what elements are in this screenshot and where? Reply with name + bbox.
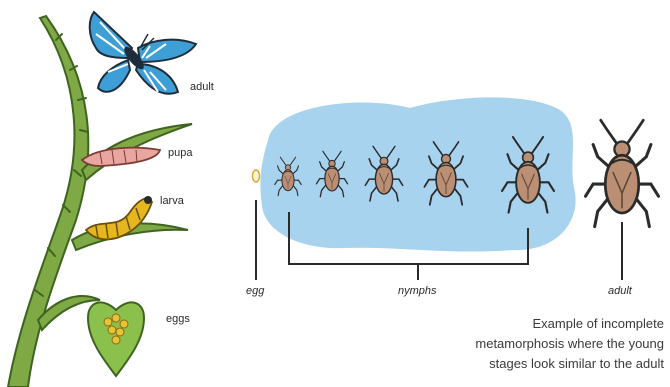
label-nymphs: nymphs [398, 285, 437, 297]
butterfly-adult-icon [90, 12, 196, 94]
leaf-with-eggs-icon [88, 302, 144, 376]
caption-line-1: Example of incomplete [330, 314, 664, 334]
label-adult-incomplete: adult [608, 285, 633, 297]
adult-bug-icon [586, 120, 659, 226]
plant-stem [8, 16, 88, 387]
label-egg: egg [246, 285, 265, 297]
label-eggs: eggs [166, 313, 190, 325]
label-larva: larva [160, 195, 185, 207]
caption: Example of incomplete metamorphosis wher… [330, 314, 664, 374]
pupa-icon [82, 148, 160, 166]
caption-line-2: metamorphosis where the young [330, 334, 664, 354]
egg-icon [253, 170, 260, 182]
label-adult-complete: adult [190, 81, 214, 93]
caption-line-3: stages look similar to the adult [330, 354, 664, 374]
label-pupa: pupa [168, 147, 193, 159]
